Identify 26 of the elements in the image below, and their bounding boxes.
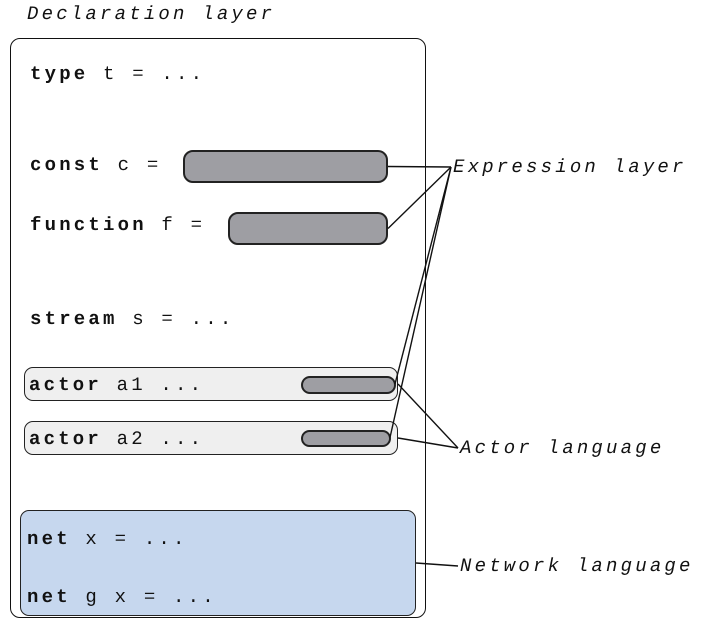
network-box (20, 510, 416, 616)
expression-pill (301, 376, 396, 394)
layer-label: Declaration layer (27, 2, 276, 26)
layer-label: Expression layer (453, 155, 687, 179)
layer-label: Actor language (460, 436, 664, 460)
leader-line (394, 166, 452, 384)
leader-line (388, 166, 451, 168)
code-line: stream s = ... (30, 307, 234, 331)
expression-pill (228, 212, 388, 245)
actor-box (24, 367, 398, 401)
code-line: actor a2 ... (29, 427, 204, 451)
leader-line (416, 562, 458, 567)
leader-line (388, 166, 452, 229)
expression-pill (301, 430, 391, 447)
expression-pill (183, 150, 388, 183)
leader-line (397, 384, 459, 448)
code-line: net x = ... (27, 527, 188, 551)
code-line: function f = (30, 213, 206, 237)
code-line: const c = (30, 153, 162, 177)
code-line: net g x = ... (27, 585, 217, 609)
actor-box (24, 421, 398, 455)
layer-label: Network language (460, 554, 694, 578)
code-line: actor a1 ... (29, 373, 204, 397)
leader-line (398, 437, 458, 449)
code-line: type t = ... (30, 62, 206, 86)
leader-line (389, 166, 452, 438)
